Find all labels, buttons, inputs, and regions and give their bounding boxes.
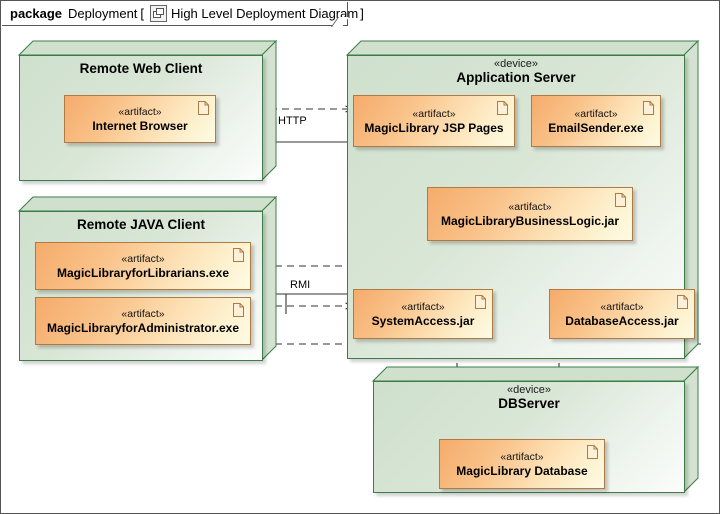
artifact-stereotype: «artifact» [412,107,456,120]
artifact-internet-browser[interactable]: «artifact» Internet Browser [64,95,216,143]
node-3d-shell [345,39,700,360]
artifact-label: EmailSender.exe [548,120,644,135]
artifact-stereotype: «artifact» [118,105,162,118]
artifact-label: MagicLibrary Database [456,463,588,478]
artifact-label: MagicLibraryBusinessLogic.jar [440,213,620,228]
connector-label-rmi: RMI [290,279,311,291]
node-3d-shell [371,365,700,494]
document-icon [497,101,508,115]
document-icon [198,101,209,115]
package-name: Deployment [68,6,138,21]
artifact-magiclibraryforadministrator-exe[interactable]: «artifact» MagicLibraryforAdministrator.… [35,297,251,345]
artifact-magiclibrarybusinesslogic-jar[interactable]: «artifact» MagicLibraryBusinessLogic.jar [427,187,633,241]
document-icon [233,303,244,317]
artifact-magiclibrary-database[interactable]: «artifact» MagicLibrary Database [439,439,605,489]
artifact-emailsender-exe[interactable]: «artifact» EmailSender.exe [531,95,661,147]
bracket-close: ] [360,6,364,21]
artifact-magiclibraryforlibrarians-exe[interactable]: «artifact» MagicLibraryforLibrarians.exe [35,242,251,290]
artifact-stereotype: «artifact» [121,307,165,320]
artifact-stereotype: «artifact» [508,200,552,213]
artifact-systemaccess-jar[interactable]: «artifact» SystemAccess.jar [353,289,493,339]
document-icon [587,445,598,459]
node-3d-shell [17,39,278,182]
artifact-magiclibrary-jsp-pages[interactable]: «artifact» MagicLibrary JSP Pages [353,95,515,147]
artifact-stereotype: «artifact» [121,252,165,265]
artifact-label: MagicLibrary JSP Pages [364,120,504,135]
document-icon [475,295,486,309]
node-3d-shell [17,195,278,362]
node-remote-java-client[interactable]: Remote JAVA Client «artifact» MagicLibra… [17,195,278,362]
artifact-stereotype: «artifact» [600,300,644,313]
artifact-label: SystemAccess.jar [371,313,475,328]
document-icon [677,295,688,309]
artifact-stereotype: «artifact» [500,450,544,463]
artifact-databaseaccess-jar[interactable]: «artifact» DatabaseAccess.jar [549,289,695,339]
package-frame-header: package Deployment [ High Level Deployme… [2,2,364,26]
diagram-name: High Level Deployment Diagram [171,6,359,21]
document-icon [615,193,626,207]
artifact-stereotype: «artifact» [401,300,445,313]
artifact-label: DatabaseAccess.jar [565,313,679,328]
artifact-label: MagicLibraryforLibrarians.exe [56,265,230,280]
artifact-label: MagicLibraryforAdministrator.exe [46,320,240,335]
document-icon [233,248,244,262]
package-keyword: package [10,6,63,21]
bracket-open: [ [140,6,145,21]
connector-label-http: HTTP [278,115,307,127]
diagram-icon [150,5,168,22]
artifact-stereotype: «artifact» [574,107,618,120]
document-icon [643,101,654,115]
artifact-label: Internet Browser [92,118,188,133]
node-application-server[interactable]: «device» Application Server «artifact» M… [345,39,700,360]
node-dbserver[interactable]: «device» DBServer «artifact» MagicLibrar… [371,365,700,494]
node-remote-web-client[interactable]: Remote Web Client «artifact» Internet Br… [17,39,278,182]
